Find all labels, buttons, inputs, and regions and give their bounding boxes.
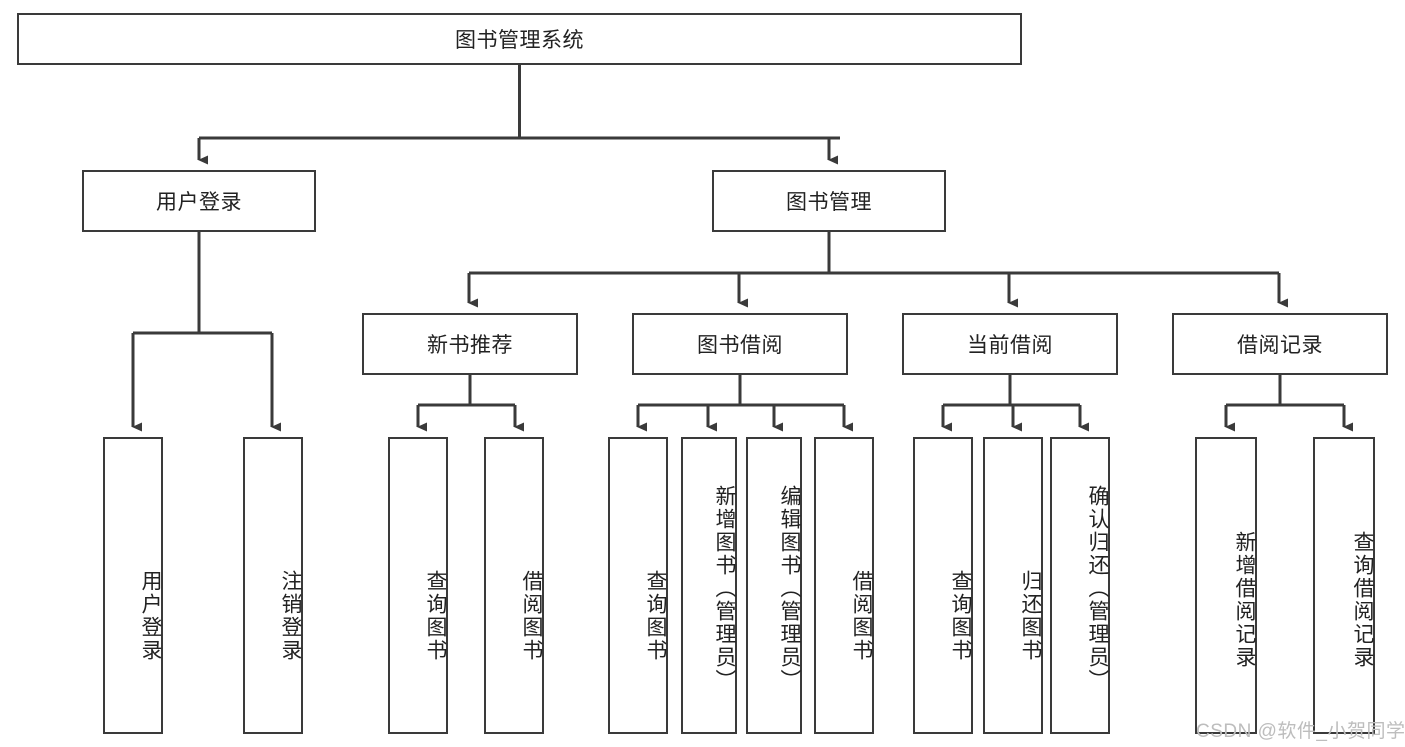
node-root-label: 图书管理系统 [455, 29, 584, 52]
node-leaf-logout-login-label: 注销登录 [279, 569, 302, 662]
node-borrow-record-label: 借阅记录 [1237, 334, 1323, 357]
node-leaf-add-record-label: 新增借阅记录 [1233, 530, 1256, 669]
node-leaf-add-book[interactable]: 新增图书（管理员） [681, 437, 737, 734]
node-leaf-borrow-book-1-label: 借阅图书 [520, 569, 543, 662]
node-leaf-borrow-book-1[interactable]: 借阅图书 [484, 437, 544, 734]
node-leaf-confirm-return-label: 确认归还（管理员） [1086, 485, 1109, 692]
node-leaf-return-book[interactable]: 归还图书 [983, 437, 1043, 734]
node-leaf-query-book-1[interactable]: 查询图书 [388, 437, 448, 734]
node-leaf-query-book-2-label: 查询图书 [644, 569, 667, 662]
node-new-book-recommend[interactable]: 新书推荐 [362, 313, 578, 375]
node-book-manage[interactable]: 图书管理 [712, 170, 946, 232]
node-book-borrow-label: 图书借阅 [697, 334, 783, 357]
node-borrow-record[interactable]: 借阅记录 [1172, 313, 1388, 375]
node-leaf-query-record[interactable]: 查询借阅记录 [1313, 437, 1375, 734]
node-root[interactable]: 图书管理系统 [17, 13, 1022, 65]
node-new-book-recommend-label: 新书推荐 [427, 334, 513, 357]
node-leaf-add-record[interactable]: 新增借阅记录 [1195, 437, 1257, 734]
node-book-manage-label: 图书管理 [786, 191, 872, 214]
node-current-borrow[interactable]: 当前借阅 [902, 313, 1118, 375]
node-leaf-edit-book[interactable]: 编辑图书（管理员） [746, 437, 802, 734]
node-leaf-return-book-label: 归还图书 [1019, 569, 1042, 662]
node-user-login-label: 用户登录 [156, 191, 242, 214]
node-leaf-query-book-3-label: 查询图书 [949, 569, 972, 662]
node-leaf-query-record-label: 查询借阅记录 [1351, 530, 1374, 669]
node-leaf-query-book-3[interactable]: 查询图书 [913, 437, 973, 734]
node-user-login[interactable]: 用户登录 [82, 170, 316, 232]
node-leaf-query-book-1-label: 查询图书 [424, 569, 447, 662]
csdn-watermark: CSDN @软件_小贺同学 [1196, 721, 1405, 742]
node-leaf-query-book-2[interactable]: 查询图书 [608, 437, 668, 734]
node-current-borrow-label: 当前借阅 [967, 334, 1053, 357]
node-leaf-logout-login[interactable]: 注销登录 [243, 437, 303, 734]
node-leaf-user-login[interactable]: 用户登录 [103, 437, 163, 734]
node-leaf-edit-book-label: 编辑图书（管理员） [778, 485, 801, 692]
node-leaf-borrow-book-2[interactable]: 借阅图书 [814, 437, 874, 734]
node-leaf-borrow-book-2-label: 借阅图书 [850, 569, 873, 662]
node-book-borrow[interactable]: 图书借阅 [632, 313, 848, 375]
node-leaf-confirm-return[interactable]: 确认归还（管理员） [1050, 437, 1110, 734]
node-leaf-add-book-label: 新增图书（管理员） [713, 485, 736, 692]
node-leaf-user-login-label: 用户登录 [139, 569, 162, 662]
